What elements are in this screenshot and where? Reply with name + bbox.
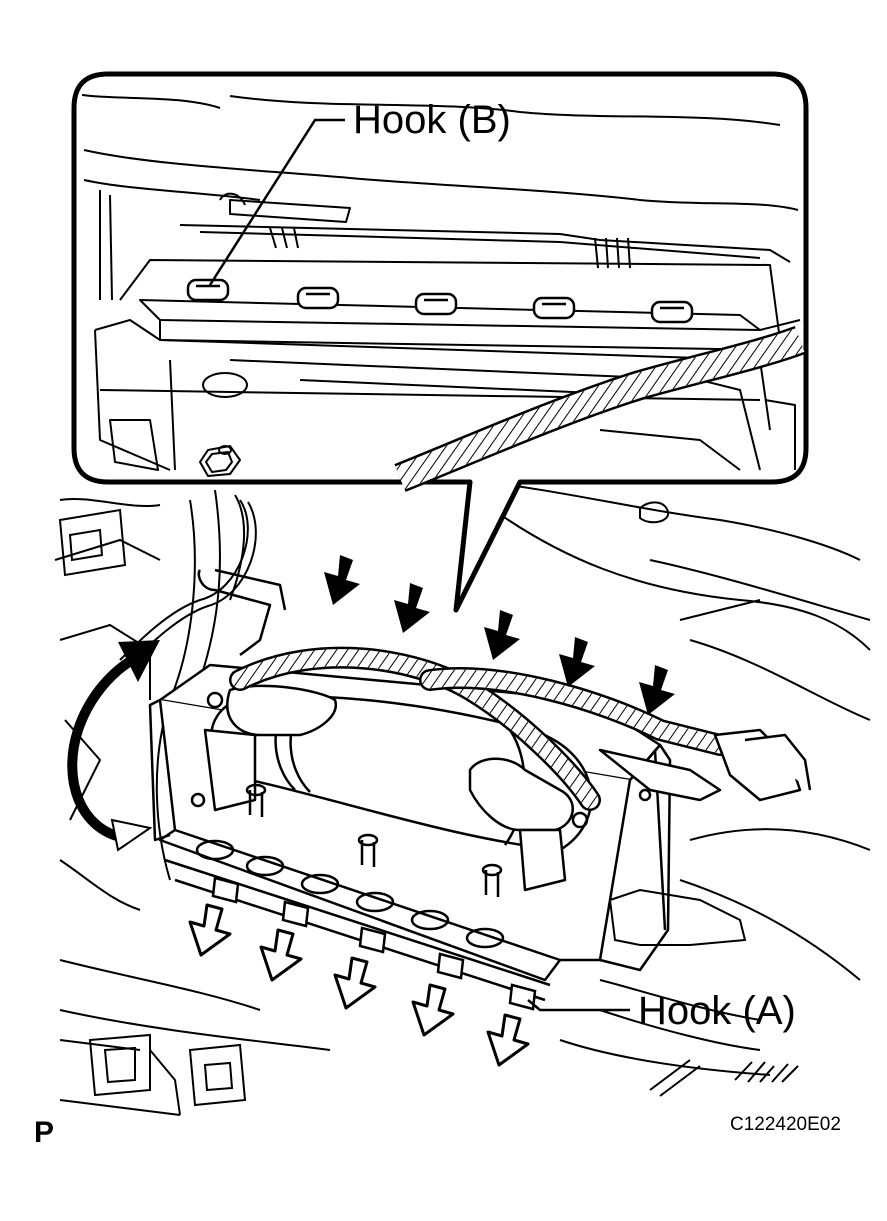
corner-mark: P: [34, 1116, 54, 1149]
airbag-assembly: [148, 568, 672, 1002]
rotation-arrow-icon: [67, 640, 160, 852]
wire-harness: [229, 646, 731, 811]
hook-a-label: Hook (A): [638, 989, 796, 1033]
hook-b-label: Hook (B): [353, 98, 511, 142]
harness-connector: [598, 728, 812, 802]
background-structure: [54, 479, 871, 1116]
hook-b-leader-line: [208, 118, 345, 286]
figure-code: C122420E02: [730, 1114, 841, 1135]
pull-down-hollow-arrow-icon: [188, 903, 530, 1067]
callout-outline: [71, 71, 809, 613]
hook-b-slots: [186, 278, 694, 324]
detail-callout: [71, 71, 809, 613]
hook-a-tabs: [211, 876, 537, 1011]
push-down-arrow-icon: [324, 555, 675, 715]
detail-wire-harness: [394, 325, 806, 492]
hook-a-leader-line: [527, 999, 630, 1012]
detail-drawing: [81, 94, 801, 477]
